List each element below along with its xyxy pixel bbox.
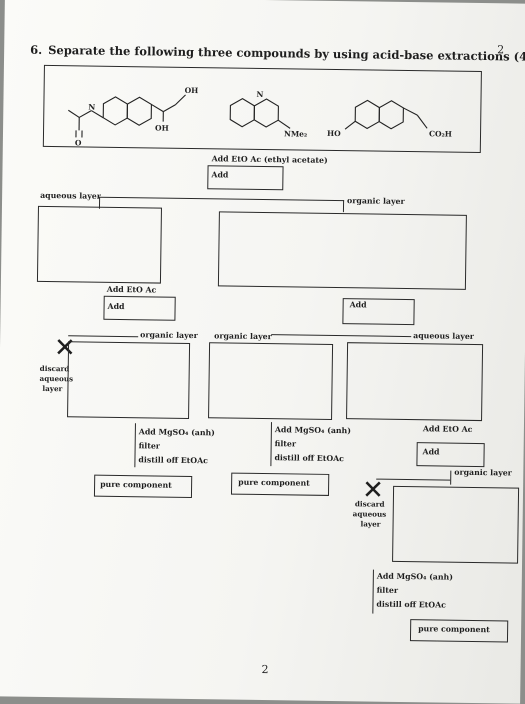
compound-1-label-oh-top: OH xyxy=(185,86,199,95)
organic-layer-label: organic layer xyxy=(347,196,405,206)
compound-3-label-co2h: CO₂H xyxy=(429,129,452,138)
far-right-drying-step-2: filter xyxy=(377,586,398,595)
middle-drying-step-2: filter xyxy=(275,439,296,448)
compound-2-structure: N NMe₂ xyxy=(218,77,329,149)
split-line xyxy=(99,197,344,202)
far-right-split-drop xyxy=(450,471,451,485)
far-right-organic-layer-label: organic layer xyxy=(454,468,512,478)
far-right-drying-bracket xyxy=(372,570,374,614)
far-right-add-label: Add xyxy=(423,447,440,456)
question-text: Separate the following three compounds b… xyxy=(48,43,525,64)
compound-2-label-n: N xyxy=(257,90,264,99)
compound-1-label-o: O xyxy=(75,138,82,147)
middle-drying-step-3: distill off EtOAc xyxy=(274,453,344,463)
far-right-drying-step-1: Add MgSO₄ (anh) xyxy=(377,572,453,582)
aqueous-layer-answer-box[interactable] xyxy=(37,206,162,284)
left-pure-component: pure component xyxy=(100,480,172,490)
left-discard-line-3: layer xyxy=(42,384,62,394)
far-right-pure-component: pure component xyxy=(418,624,490,634)
far-right-discard-line-3: layer xyxy=(361,519,381,529)
start-add-label: Add xyxy=(211,170,228,179)
compound-1-label-n: N xyxy=(88,103,95,112)
compound-3-structure: HO CO₂H xyxy=(325,79,476,151)
far-right-organic-answer-box[interactable] xyxy=(392,486,519,564)
far-right-reagent: Add EtO Ac xyxy=(423,424,473,434)
footer-page-number: 2 xyxy=(261,663,268,676)
far-right-discard-line-1: discard xyxy=(355,499,385,509)
right-organic-answer-box[interactable] xyxy=(208,342,333,420)
left-drying-step-2: filter xyxy=(139,441,160,450)
left-drying-step-1: Add MgSO₄ (anh) xyxy=(139,427,215,437)
middle-drying-step-1: Add MgSO₄ (anh) xyxy=(275,425,351,435)
compound-1-label-oh-bottom: OH xyxy=(155,123,169,132)
right-aqueous-answer-box[interactable] xyxy=(346,342,483,421)
right-add-label: Add xyxy=(350,300,367,309)
middle-drying-bracket xyxy=(270,422,272,466)
left-organic-answer-box[interactable] xyxy=(67,341,190,419)
left-reagent: Add EtO Ac xyxy=(107,285,157,295)
middle-pure-component: pure component xyxy=(238,478,310,488)
compound-3-label-ho: HO xyxy=(327,129,341,138)
right-split-line xyxy=(271,334,411,337)
left-drying-step-3: distill off EtOAc xyxy=(138,455,208,465)
left-organic-layer-label: organic layer xyxy=(140,330,198,340)
compound-1-structure: N O OH OH xyxy=(55,75,206,147)
left-split-line xyxy=(68,335,138,337)
left-discard-line-1: discard xyxy=(40,364,70,374)
right-aqueous-layer-label: aqueous layer xyxy=(413,331,474,341)
left-add-label: Add xyxy=(108,302,125,311)
organic-layer-answer-box[interactable] xyxy=(218,211,467,289)
left-drying-bracket xyxy=(134,423,136,467)
right-organic-layer-label: organic layer xyxy=(214,331,272,341)
far-right-drying-step-3: distill off EtOAc xyxy=(376,600,446,610)
compound-2-label-nme2: NMe₂ xyxy=(284,129,307,138)
aqueous-layer-label: aqueous layer xyxy=(40,191,101,201)
far-right-split-line xyxy=(376,479,450,481)
far-right-discard-line-2: aqueous xyxy=(353,509,387,519)
start-reagent: Add EtO Ac (ethyl acetate) xyxy=(212,154,328,165)
question-number: 6. xyxy=(30,43,42,57)
split-right-drop xyxy=(343,200,344,212)
